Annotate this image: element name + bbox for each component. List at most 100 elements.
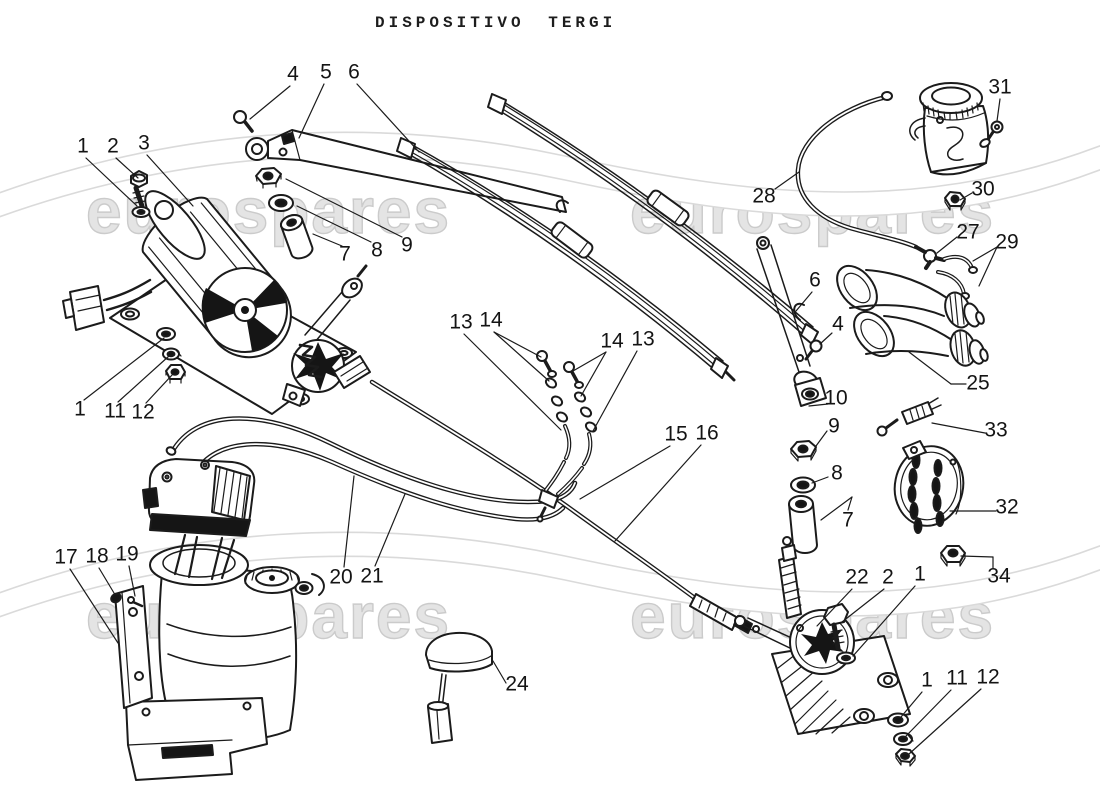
washer-lock-nut-left [156,327,186,384]
part-number-7: 7 [842,509,854,532]
part-number-29: 29 [995,231,1018,254]
leader-line [808,403,829,407]
leader-line [285,178,403,238]
watermark-text: eurospares [86,175,451,247]
leader-line [356,83,420,153]
leader-line [296,205,372,243]
part-number-9: 9 [828,415,840,438]
part-number-14: 14 [600,330,624,353]
drive-cable [369,379,760,634]
part-number-2: 2 [882,566,894,589]
part-number-20: 20 [329,566,352,589]
leader-line [463,333,562,431]
leader-line [972,246,998,262]
part-number-7: 7 [339,243,351,266]
leader-line [852,585,916,657]
part-number-32: 32 [995,496,1018,519]
leader-line [83,337,165,401]
leader-line [580,351,607,397]
leader-line [614,444,702,542]
leader-line [492,660,507,684]
nut-30 [944,191,966,211]
leader-line [908,351,952,385]
leader-line [816,588,853,627]
leader-line [960,555,994,558]
leader-line [820,496,853,521]
part-number-33: 33 [984,419,1007,442]
part-number-2: 2 [107,135,119,158]
watermark-swoosh-edge [0,155,1100,218]
leader-line [996,98,1001,122]
part-number-14: 14 [479,309,503,332]
leader-line [374,493,406,567]
watermark-swoosh-edge [0,531,1100,594]
leader-line [493,331,550,382]
leader-line [579,445,671,500]
jet-31 [979,120,1004,148]
jet-nozzle-assembly [909,82,990,176]
boot-coil [298,343,323,379]
part-number-16: 16 [695,422,718,445]
pump-strut [173,533,236,581]
leader-line [959,192,973,201]
washer-jets [536,350,598,523]
part-number-6: 6 [809,269,821,292]
washer-hose-28 [795,91,919,250]
leader-line [592,350,638,432]
leader-line [343,475,355,568]
reservoir-base [125,697,268,781]
leader-line [493,331,542,358]
leader-line [312,233,343,247]
connector-33 [876,397,942,437]
wiper-motor [141,190,292,359]
part-number-1: 1 [921,669,933,692]
part-number-1: 1 [914,563,926,586]
part-number-13: 13 [449,311,472,334]
leader-line [298,83,325,139]
bracket-screw [110,592,122,604]
arm-rear-hardware [778,339,823,619]
motor-crank [282,264,371,407]
horn-disc [893,440,965,534]
leader-line [774,171,800,190]
part-number-17: 17 [54,546,77,569]
leader-line [572,351,607,372]
wire-connector [69,285,105,331]
leader-line [85,157,138,207]
leader-line [905,689,952,737]
part-number-24: 24 [505,673,529,696]
mech-bolt [823,603,849,626]
leader-line [931,422,986,434]
arm-hook [555,199,569,213]
part-number-3: 3 [138,132,150,155]
part-number-10: 10 [824,387,847,410]
part-number-22: 22 [845,566,868,589]
washer-lock-nut-right [887,712,916,767]
part-number-31: 31 [988,76,1011,99]
air-horns [836,264,989,367]
part-number-18: 18 [85,545,108,568]
leader-line [811,476,829,484]
part-number-13: 13 [631,328,654,351]
part-number-19: 19 [115,543,138,566]
part-number-25: 25 [966,372,989,395]
watermark-swoosh [0,132,1100,218]
part-number-30: 30 [971,178,994,201]
part-number-6: 6 [348,61,360,84]
leader-line [978,246,998,287]
part-number-12: 12 [131,401,154,424]
leader-line [117,355,170,403]
part-number-27: 27 [956,221,979,244]
leader-line [815,430,828,447]
wiper-arm-rear [756,236,827,407]
part-number-11: 11 [946,667,968,690]
nut-34 [940,545,966,567]
leader-line [146,154,194,207]
leader-line [98,567,115,594]
part-number-28: 28 [752,185,775,208]
leader-line [819,332,833,345]
part-number-15: 15 [664,423,687,446]
leader-line [936,236,958,254]
